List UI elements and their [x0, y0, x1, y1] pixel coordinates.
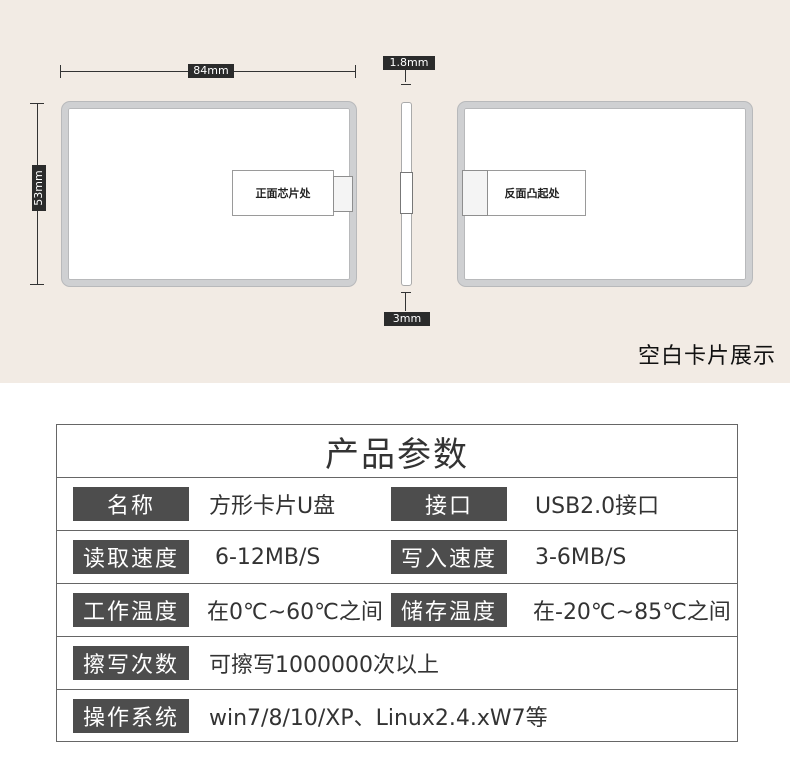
- card-side-bulge: [400, 172, 413, 214]
- thickness-top-label: 1.8mm: [383, 56, 435, 70]
- table-row: 工作温度 在0℃~60℃之间 储存温度 在-20℃~85℃之间: [57, 584, 737, 637]
- card-back: [458, 102, 752, 286]
- row-value: 3-6MB/S: [535, 544, 627, 570]
- table-row: 操作系统 win7/8/10/XP、Linux2.4.xW7等: [57, 690, 737, 742]
- height-dimension-tick-bottom: [30, 284, 44, 285]
- table-row: 名称 方形卡片U盘 接口 USB2.0接口: [57, 478, 737, 531]
- front-tab: [333, 176, 353, 212]
- row-value: 方形卡片U盘: [209, 494, 336, 519]
- row-label: 擦写次数: [73, 646, 189, 680]
- row-label: 写入速度: [391, 540, 507, 574]
- row-value: 6-12MB/S: [215, 544, 321, 570]
- row-label: 工作温度: [73, 593, 189, 627]
- card-diagram-area: 84mm 53mm 正面芯片处 1.8mm 3mm 反面凸起处 空白卡片展示: [0, 0, 790, 383]
- thickness-top-bar: [401, 84, 411, 85]
- table-row: 擦写次数 可擦写1000000次以上: [57, 637, 737, 690]
- width-dimension-tick-right: [355, 65, 356, 78]
- row-label: 读取速度: [73, 540, 189, 574]
- diagram-caption: 空白卡片展示: [637, 344, 776, 369]
- row-value: win7/8/10/XP、Linux2.4.xW7等: [209, 706, 548, 731]
- spec-table: 产品参数 名称 方形卡片U盘 接口 USB2.0接口 读取速度 6-12MB/S…: [56, 424, 738, 742]
- row-label: 名称: [73, 487, 189, 521]
- row-label: 接口: [391, 487, 507, 521]
- thickness-top-line: [405, 70, 406, 82]
- thickness-bottom-line: [405, 293, 406, 311]
- row-label: 储存温度: [391, 593, 507, 627]
- spec-table-title: 产品参数: [57, 425, 737, 478]
- row-value: 在-20℃~85℃之间: [533, 600, 731, 625]
- height-dimension-label: 53mm: [32, 165, 46, 211]
- thickness-bottom-label: 3mm: [384, 312, 430, 326]
- row-value: USB2.0接口: [535, 494, 660, 519]
- width-dimension-tick-left: [60, 65, 61, 78]
- thickness-bottom-bar: [401, 292, 411, 293]
- width-dimension-label: 84mm: [188, 64, 234, 78]
- row-label: 操作系统: [73, 699, 189, 733]
- table-row: 读取速度 6-12MB/S 写入速度 3-6MB/S: [57, 531, 737, 584]
- back-bump-callout: 反面凸起处: [478, 170, 586, 216]
- back-tab: [462, 170, 488, 216]
- front-chip-callout: 正面芯片处: [232, 170, 334, 216]
- row-value: 在0℃~60℃之间: [207, 600, 383, 625]
- row-value: 可擦写1000000次以上: [209, 653, 439, 678]
- height-dimension-tick-top: [30, 103, 44, 104]
